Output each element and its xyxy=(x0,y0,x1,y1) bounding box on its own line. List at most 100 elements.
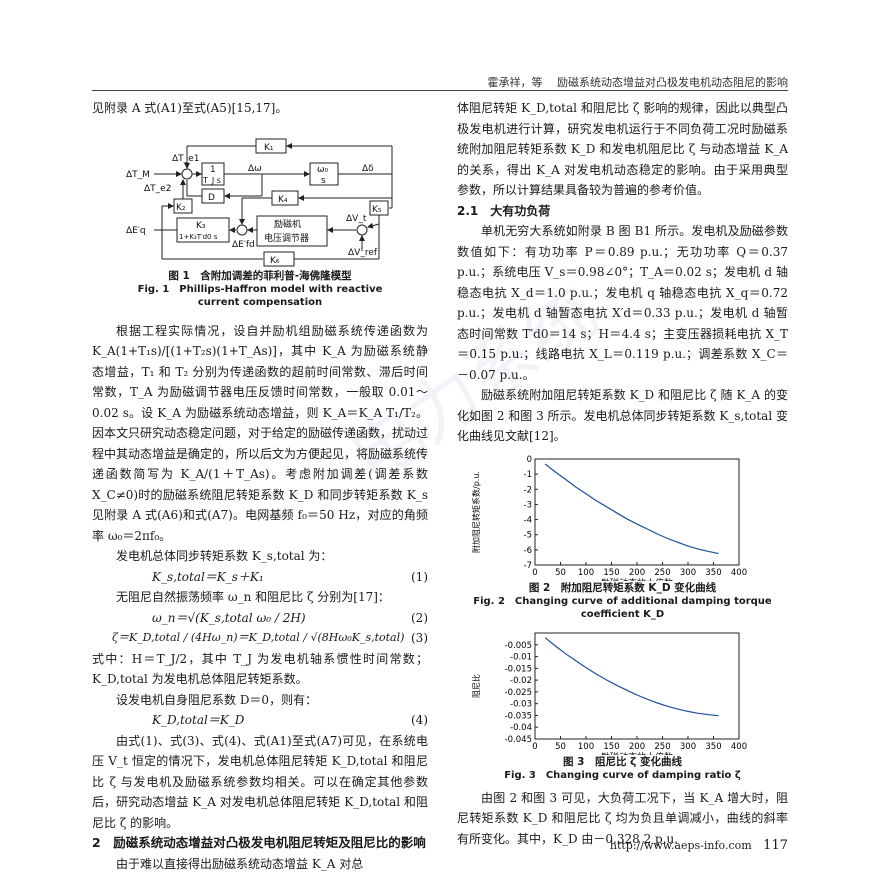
label-d: D xyxy=(208,193,215,203)
left-para-0: 见附录 A 式(A1)至式(A5)[15,17]。 xyxy=(92,101,288,115)
x-tick-label: 150 xyxy=(603,568,619,578)
x-tick-label: 300 xyxy=(680,568,696,578)
right-para-3: 由图 2 和图 3 可见，大负荷工况下，当 K_A 增大时，阻尼转矩系数 K_D… xyxy=(457,790,788,846)
x-tick-label: 250 xyxy=(654,568,670,578)
x-tick-label: 250 xyxy=(654,742,670,752)
x-tick-label: 100 xyxy=(578,742,594,752)
label-k2: K₂ xyxy=(176,203,186,213)
y-tick-label: -6 xyxy=(524,545,532,555)
left-column: 见附录 A 式(A1)至式(A5)[15,17]。 xyxy=(92,98,428,874)
label-exciter: 励磁机 xyxy=(274,218,301,230)
label-k3-den: 1+K₃T′d0 s xyxy=(179,233,218,241)
y-tick-label: -0.03 xyxy=(510,699,532,709)
label-w-num: ω₀ xyxy=(317,165,329,175)
label-dtm: ΔT_M xyxy=(126,170,150,180)
label-regulator: 电压调节器 xyxy=(264,232,309,244)
x-tick-label: 100 xyxy=(578,568,594,578)
x-tick-label: 200 xyxy=(629,742,645,752)
y-tick-label: -5 xyxy=(524,530,532,540)
x-tick-label: 200 xyxy=(629,568,645,578)
page-number: 117 xyxy=(763,838,788,853)
label-k3-num: K₃ xyxy=(196,221,206,231)
label-k1: K₁ xyxy=(264,143,274,153)
label-dw: Δω xyxy=(248,164,262,174)
figure-3-caption-en: Fig. 3 Changing curve of damping ratio ζ xyxy=(504,769,741,781)
y-tick-label: -0.035 xyxy=(505,711,532,721)
left-para-7: 由于难以直接得出励磁系统动态增益 K_A 对总 xyxy=(116,856,364,871)
figure-1-caption-en: Fig. 1 Phillips-Haffron model with react… xyxy=(137,283,383,308)
label-w-den: s xyxy=(321,176,326,186)
plot-frame xyxy=(534,632,740,739)
series-line xyxy=(544,463,719,554)
y-tick-label: -0.045 xyxy=(505,735,532,745)
right-para-1: 单机无穷大系统如附录 B 图 B1 所示。发电机及励磁参数数值如下：有功功率 P… xyxy=(457,224,788,382)
left-para-4: 式中：H＝T_J/2，其中 T_J 为发电机轴系惯性时间常数；K_D,total… xyxy=(92,651,428,687)
y-tick-label: -0.025 xyxy=(505,687,532,697)
label-dte2: ΔT_e2 xyxy=(144,184,171,194)
equation-3-body: ζ＝K_D,total / (4Hω_n)＝K_D,total / √(8Hω₀… xyxy=(112,631,405,644)
y-tick-label: -0.005 xyxy=(505,640,532,650)
figure-1-block-diagram: K₁ 1 T_J s ω₀ s D K₄ K₂ K₃ 1+K₃T′d0 s 励磁… xyxy=(126,138,393,266)
label-k4: K₄ xyxy=(278,195,288,205)
equation-1-body: K_s,total＝K_s＋K₁ xyxy=(152,569,264,584)
label-dvref: ΔV_ref xyxy=(348,248,378,258)
figure-2-caption-en: Fig. 2 Changing curve of additional damp… xyxy=(473,595,772,620)
label-dd: Δδ xyxy=(362,164,374,174)
equation-4-number: (4) xyxy=(411,713,428,727)
plot-frame xyxy=(534,458,740,565)
right-para-2: 励磁系统附加阻尼转矩系数 K_D 和阻尼比 ζ 随 K_A 的变化如图 2 和图… xyxy=(457,388,788,443)
y-axis-label: 附加阻尼转矩系数/p.u. xyxy=(471,471,481,553)
sum-node-3 xyxy=(356,224,368,235)
equation-1: K_s,total＝K_s＋K₁ (1) xyxy=(92,567,428,588)
x-axis-label: 励磁动态放大倍数 xyxy=(601,751,673,755)
left-para-6: 由式(1)、式(3)、式(4)、式(A1)至式(A7)可见，在系统电压 V_t … xyxy=(92,733,428,830)
left-para-3: 无阻尼自然振荡频率 ω_n 和阻尼比 ζ 分别为[17]： xyxy=(116,590,390,604)
label-k5: K₅ xyxy=(372,205,382,215)
y-axis-label: 阻尼比 xyxy=(471,674,481,698)
y-tick-label: -0.02 xyxy=(510,676,532,686)
label-dvt: ΔV_t xyxy=(346,214,367,224)
figure-2-chart: 0501001502002503003504000-1-2-3-4-5-6-7励… xyxy=(471,455,747,581)
equation-3-number: (3) xyxy=(411,631,428,645)
x-tick-label: 150 xyxy=(603,742,619,752)
sum-node-1 xyxy=(181,168,193,179)
x-tick-label: 400 xyxy=(731,568,747,578)
y-tick-label: -1 xyxy=(524,470,532,480)
y-tick-label: -0.01 xyxy=(510,652,532,662)
label-dte1: ΔT_e1 xyxy=(172,154,199,164)
sum-node-2 xyxy=(236,224,248,235)
page-footer: http://www.aeps-info.com 117 xyxy=(610,838,788,853)
x-axis-label: 励磁动态放大倍数 xyxy=(601,577,673,581)
y-tick-label: -0.04 xyxy=(510,723,532,733)
x-tick-label: 0 xyxy=(532,742,537,752)
x-tick-label: 50 xyxy=(555,742,566,752)
left-para-2: 发电机总体同步转矩系数 K_s,total 为： xyxy=(116,549,333,563)
left-para-1: 根据工程实际情况，设自并励机组励磁系统传递函数为 K_A(1+T₁s)/[(1+… xyxy=(92,323,429,543)
equation-4: K_D,total＝K_D(4) xyxy=(92,710,428,731)
label-tjs-num: 1 xyxy=(210,165,216,175)
section-2-1-heading: 2.1 大有功负荷 xyxy=(457,203,551,218)
header-rule xyxy=(92,90,788,91)
y-tick-label: -7 xyxy=(524,561,532,571)
x-tick-label: 300 xyxy=(680,742,696,752)
x-tick-label: 50 xyxy=(555,568,566,578)
equation-2-number: (2) xyxy=(411,610,428,625)
left-para-5: 设发电机自身阻尼系数 D＝0，则有： xyxy=(116,692,318,707)
series-line xyxy=(544,636,719,716)
y-tick-label: -4 xyxy=(524,515,532,525)
section-2-heading: 2 励磁系统动态增益对凸极发电机阻尼转矩及阻尼比的影响 xyxy=(92,835,426,850)
equation-1-number: (1) xyxy=(411,569,428,584)
label-k6: K₆ xyxy=(270,256,280,266)
right-para-0: 体阻尼转矩 K_D,total 和阻尼比 ζ 影响的规律，因此以典型凸极发电机进… xyxy=(457,101,788,197)
y-tick-label: -2 xyxy=(524,485,532,495)
y-tick-label: 0 xyxy=(527,455,532,465)
header-authors: 霍承祥，等 xyxy=(487,76,543,89)
right-column: 体阻尼转矩 K_D,total 和阻尼比 ζ 影响的规律，因此以典型凸极发电机进… xyxy=(457,98,788,849)
equation-2: ω_n＝√(K_s,total ω₀ / 2H) (2) xyxy=(92,608,428,629)
figure-2-caption-cn: 图 2 附加阻尼转矩系数 K_D 变化曲线 xyxy=(528,581,717,594)
label-deq: ΔE′q xyxy=(126,226,146,236)
label-tjs-den: T_J s xyxy=(202,176,221,185)
y-tick-label: -0.015 xyxy=(505,664,532,674)
equation-2-body: ω_n＝√(K_s,total ω₀ / 2H) xyxy=(152,610,306,625)
